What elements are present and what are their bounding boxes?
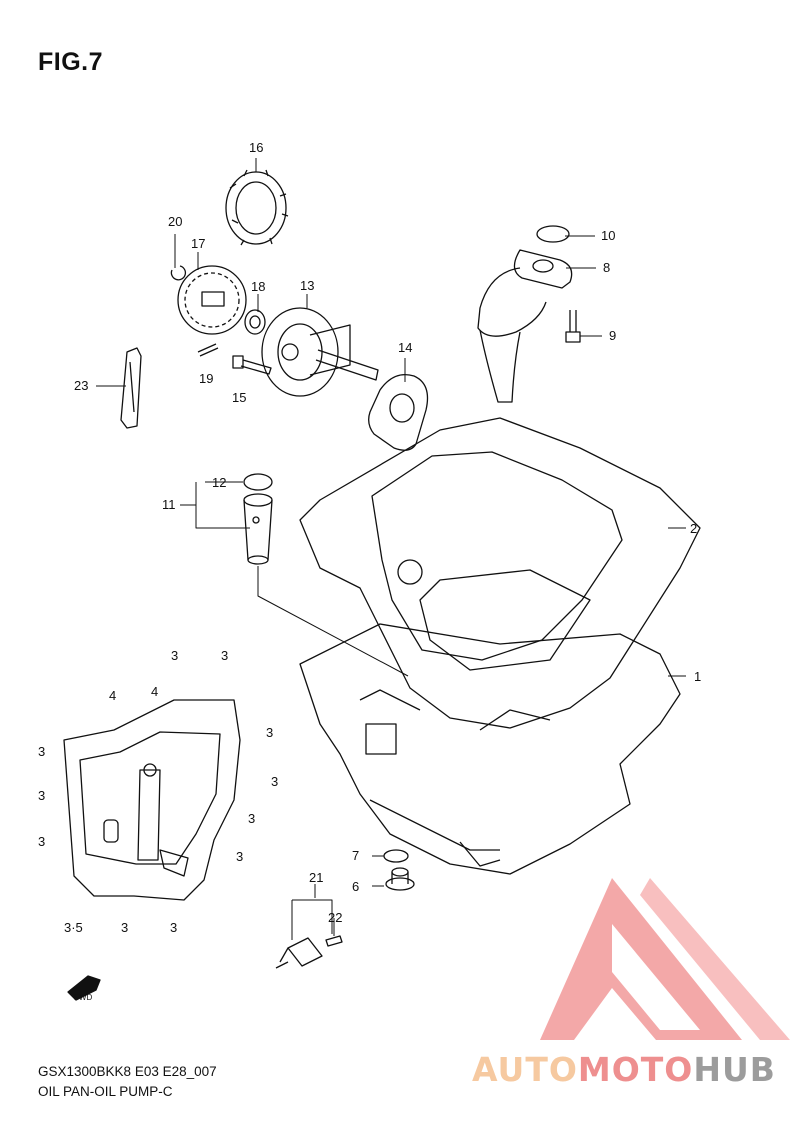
callout-18: 18 <box>251 279 265 294</box>
callout-9: 9 <box>609 328 616 343</box>
callout-3-d: 3 <box>38 744 45 759</box>
diagram-name: OIL PAN-OIL PUMP-C <box>38 1084 173 1099</box>
callout-8: 8 <box>603 260 610 275</box>
watermark-text: AUTOMOTOHUB <box>472 1050 776 1089</box>
part-19-pin <box>197 343 219 357</box>
part-21-oil-pressure-switch <box>275 937 323 969</box>
callout-4-b: 4 <box>151 684 158 699</box>
callout-1: 1 <box>694 669 701 684</box>
callout-3-i: 3 <box>236 849 243 864</box>
watermark-auto: AUTO <box>472 1050 578 1089</box>
callout-10: 10 <box>601 228 615 243</box>
callout-11: 11 <box>162 497 176 512</box>
callout-15: 15 <box>232 390 246 405</box>
callout-4-a: 4 <box>109 688 116 703</box>
callout-3-e: 3 <box>271 774 278 789</box>
callout-3-b: 3 <box>221 648 228 663</box>
part-20-circlip <box>170 265 187 281</box>
callout-16: 16 <box>249 140 263 155</box>
callout-7: 7 <box>352 848 359 863</box>
part-17-sprocket <box>177 265 247 335</box>
watermark-hub: HUB <box>693 1050 776 1089</box>
callout-3-h: 3 <box>38 834 45 849</box>
figure-title: FIG.7 <box>38 48 104 76</box>
callout-labels: 16 20 17 18 13 14 19 15 23 10 8 9 12 11 … <box>38 140 701 1002</box>
callout-3-c: 3 <box>266 725 273 740</box>
side-cover-with-bolts <box>63 699 241 901</box>
part-10-o-ring <box>536 225 570 243</box>
watermark-logo-icon <box>540 878 790 1040</box>
callout-22: 22 <box>328 910 342 925</box>
callout-3-k: 3 <box>170 920 177 935</box>
callout-13: 13 <box>300 278 314 293</box>
callout-17: 17 <box>191 236 205 251</box>
callout-21: 21 <box>309 870 323 885</box>
callout-3-a: 3 <box>171 648 178 663</box>
callout-3-j: 3 <box>121 920 128 935</box>
callout-20: 20 <box>168 214 182 229</box>
fwd-arrow-icon <box>67 975 101 1001</box>
callout-3-f: 3 <box>38 788 45 803</box>
part-16-drive-gear-ring <box>225 169 289 246</box>
diagram-code: GSX1300BKK8 E03 E28_007 <box>38 1064 217 1079</box>
part-7-gasket-washer <box>383 849 409 863</box>
part-1-oil-pan <box>299 569 681 875</box>
callout-12: 12 <box>212 475 226 490</box>
callout-3-g: 3 <box>248 811 255 826</box>
part-8-oil-strainer <box>477 249 573 403</box>
fwd-label: FWD <box>74 993 92 1002</box>
part-11-pipe <box>243 493 273 565</box>
part-13-oil-pump <box>261 307 379 397</box>
part-18-washer <box>244 309 266 335</box>
part-15-bolt <box>232 355 272 375</box>
part-9-bolt <box>565 310 581 343</box>
callout-3-5: 3·5 <box>64 920 83 935</box>
part-12-o-ring <box>243 473 273 491</box>
part-23-bracket <box>120 347 142 429</box>
callout-14: 14 <box>398 340 412 355</box>
callout-2: 2 <box>690 521 697 536</box>
part-14-pump-gasket <box>368 373 429 451</box>
watermark-moto: MOTO <box>577 1050 694 1089</box>
callout-19: 19 <box>199 371 213 386</box>
leader-lines <box>96 158 686 940</box>
part-6-drain-plug <box>385 867 415 891</box>
part-2-oil-pan-gasket <box>299 417 701 729</box>
callout-6: 6 <box>352 879 359 894</box>
callout-23: 23 <box>74 378 88 393</box>
part-22-screw <box>325 935 343 947</box>
